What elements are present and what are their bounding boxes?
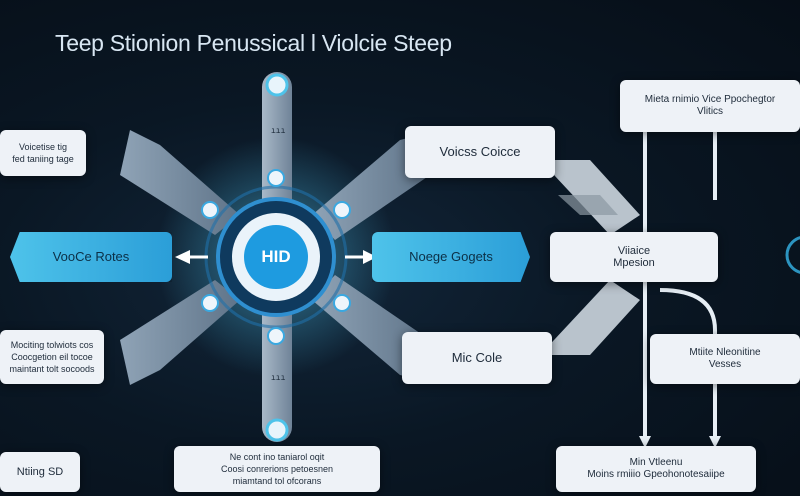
hub-label: HID [261,247,291,266]
far-right-box-top: Mieta rnimio Vice Ppochegtor Vlitics [620,80,800,132]
top-node [265,73,289,97]
arrow-right [363,250,377,264]
hub-node-n [267,169,285,187]
left-box-top: Voicetise tig fed taniing tage [0,130,86,176]
connector-4 [659,288,717,440]
left-box-middle: VooCe Rotes [10,232,172,282]
hub-node-se [333,294,351,312]
page-title: Teep Stionion Penussical l Violcie Steep [55,30,452,56]
vertical-top-label: ııı [271,127,286,136]
flow-band-shade [558,195,618,215]
right-box-lower: Mic Cole [402,332,552,384]
hub-node-ne [333,201,351,219]
connector-3-head [639,436,651,448]
vertical-bar-top [262,72,292,222]
hub-node-sw [201,294,219,312]
connector-4-head [709,436,721,448]
right-box-middle: Noege Gogets [372,232,530,282]
bottom-node [265,418,289,442]
far-right-box-bottom: Min Vtleenu Moins rmiiio Gpeohonotesaiip… [556,446,756,492]
hub-node-nw [201,201,219,219]
left-box-bottom: Ntiing SD [0,452,80,492]
far-right-box-lower: Mtiite Nleonitine Vesses [650,334,800,384]
flow-band-lower [540,280,640,355]
hub-node-s [267,327,285,345]
vertical-bottom-label: ııı [271,374,286,383]
edge-ring [785,236,800,274]
left-box-lower: Mociting tolwiots cos Coocgetion eil toc… [0,330,104,384]
hub-core [244,225,308,289]
arrow-left [175,250,190,264]
far-right-box-middle: Viiaice Mpesion [550,232,718,282]
vertical-bar-bottom [262,292,292,442]
right-box-upper: Voicss Coicce [405,126,555,178]
center-bottom-box: Ne cont ino taniarol oqit Coosi conrerio… [174,446,380,492]
